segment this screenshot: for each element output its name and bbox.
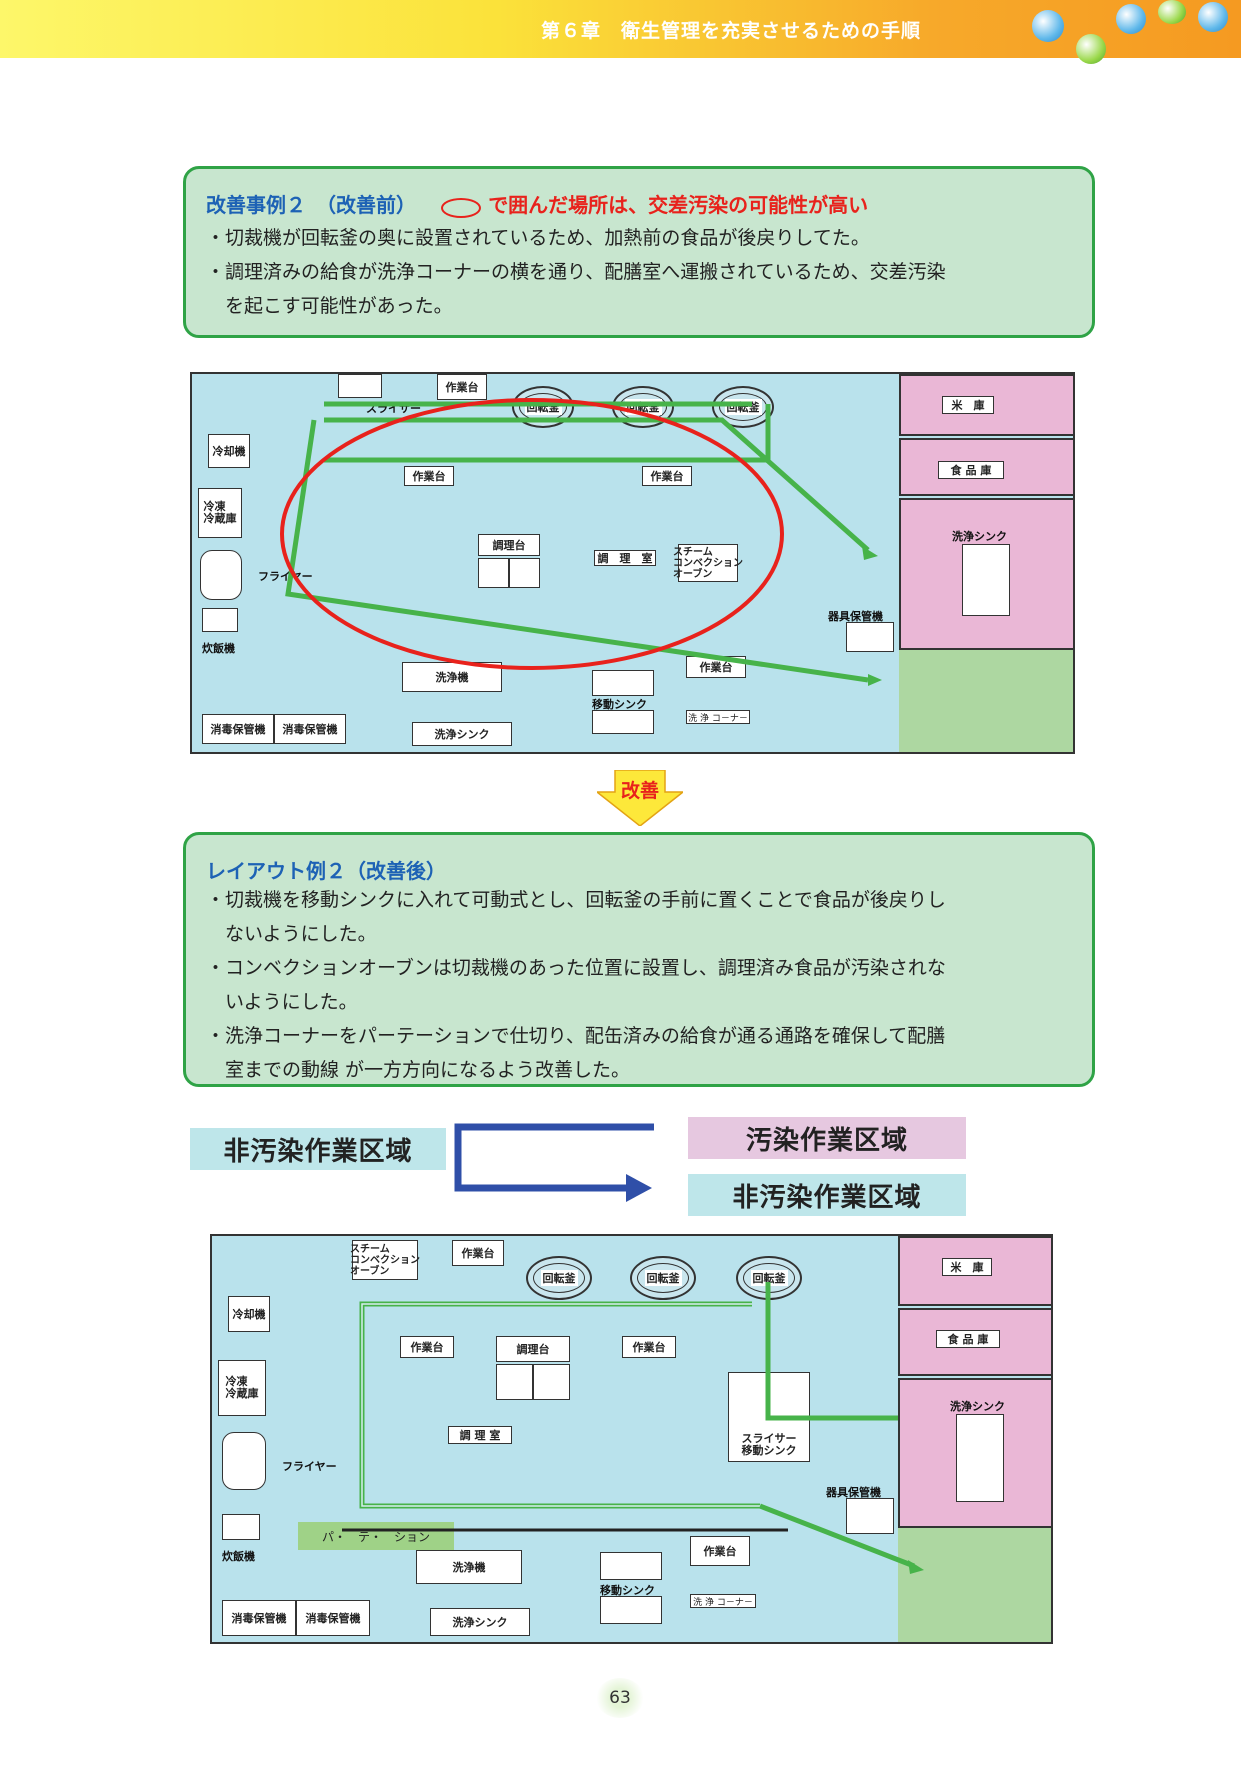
after-line: ないようにした。	[206, 923, 377, 945]
chapter-title: 第６章 衛生管理を充実させるための手順	[540, 20, 921, 42]
mobile-sink-fixture	[592, 670, 654, 696]
fryer	[200, 550, 242, 600]
partition: パ・ テ・ ション	[298, 1522, 454, 1550]
prep-table: 調理台	[496, 1336, 570, 1362]
cooler: 冷却機	[208, 434, 250, 468]
food-store-label: 食 品 庫	[936, 1330, 1000, 1348]
contaminated-zone: 汚染作業区域	[688, 1117, 966, 1159]
cook-room-label: 調 理 室	[448, 1426, 512, 1444]
after-description-box: レイアウト例２（改善後） ・切裁機を移動シンクに入れて可動式とし、回転釜の手前に…	[183, 832, 1095, 1087]
disinfect-storage-2: 消毒保管機	[296, 1600, 370, 1636]
utensil-storage	[846, 622, 894, 652]
wash-sink-fixture	[956, 1414, 1004, 1502]
after-line: いようにした。	[206, 991, 358, 1013]
after-title: レイアウト例２（改善後）	[206, 859, 446, 883]
red-ellipse-icon	[441, 197, 482, 218]
after-flow-overlay	[342, 1282, 924, 1574]
wash-sink-fixture	[962, 544, 1010, 616]
after-line: ・切裁機を移動シンクに入れて可動式とし、回転釜の手前に置くことで食品が後戻りし	[206, 889, 946, 911]
prep-table-part	[496, 1364, 533, 1400]
freezer: 冷凍 冷蔵庫	[218, 1360, 266, 1416]
wash-sink-label: 洗浄シンク	[950, 1400, 1005, 1413]
rice-cooker-label: 炊飯機	[222, 1550, 255, 1563]
mobile-sink-fixture	[600, 1552, 662, 1580]
fryer-label: フライヤー	[282, 1460, 337, 1473]
utensil-storage	[846, 1498, 894, 1534]
rice-store-label: 米 庫	[942, 396, 994, 414]
worktable-mid: 作業台	[622, 1336, 676, 1358]
rice-cooker	[222, 1514, 260, 1540]
wash-sink-bottom: 洗浄シンク	[430, 1608, 530, 1636]
rotary-kettle-1: 回転釜	[526, 1256, 592, 1300]
non-contaminated-zone-right: 非汚染作業区域	[688, 1174, 966, 1216]
wash-corner: 洗 浄 コ－ナ－	[690, 1594, 756, 1608]
disinfect-storage-2: 消毒保管機	[274, 714, 346, 744]
dishwasher: 洗浄機	[416, 1550, 522, 1584]
food-store-label: 食 品 庫	[938, 461, 1004, 479]
before-warning: で囲んだ場所は、交差汚染の可能性が高い	[488, 193, 869, 217]
slicer-fixture	[338, 374, 382, 398]
before-line: を起こす可能性があった。	[206, 295, 453, 317]
freezer: 冷凍 冷蔵庫	[198, 488, 242, 538]
worktable-right: 作業台	[642, 466, 692, 486]
worktable-left: 作業台	[404, 466, 454, 486]
steam-oven: スチーム コンベクション オーブン	[673, 544, 743, 582]
improve-label: 改善	[620, 780, 659, 802]
worktable-top: 作業台	[452, 1240, 504, 1266]
after-line: 室までの動線 が一方方向になるよう改善した。	[206, 1059, 631, 1081]
cooler: 冷却機	[228, 1296, 270, 1332]
wash-sink-label: 洗浄シンク	[952, 530, 1007, 543]
wash-corner: 洗 浄 コ－ナ－	[686, 710, 750, 724]
prep-table: 調理台	[478, 534, 540, 556]
before-line: ・切裁機が回転釜の奥に設置されているため、加熱前の食品が後戻りしてた。	[206, 227, 870, 249]
rotary-kettle-2: 回転釜	[630, 1256, 696, 1300]
mobile-sink-label: 移動シンク	[600, 1584, 655, 1597]
before-description-box: 改善事例２ （改善前） で囲んだ場所は、交差汚染の可能性が高い ・切裁機が回転釜…	[183, 166, 1095, 338]
non-contaminated-zone-left: 非汚染作業区域	[190, 1128, 446, 1170]
mobile-sink-fixture-2	[592, 710, 654, 734]
prep-table-part	[509, 558, 540, 588]
utensil-storage-label: 器具保管機	[828, 610, 883, 623]
rice-cooker-label: 炊飯機	[202, 642, 235, 655]
page-number-badge	[596, 1678, 644, 1718]
rice-store-label: 米 庫	[942, 1258, 992, 1276]
utensil-storage-label: 器具保管機	[826, 1486, 881, 1499]
mobile-sink-label: 移動シンク	[592, 698, 647, 711]
worktable-bottom: 作業台	[690, 1536, 750, 1566]
rice-cooker	[202, 608, 238, 632]
fryer	[222, 1432, 266, 1490]
prep-table-part	[478, 558, 509, 588]
page-number: 63	[609, 1688, 631, 1708]
cook-room-label: 調 理 室	[594, 550, 656, 566]
before-title: 改善事例２ （改善前）	[206, 193, 416, 217]
worktable-left: 作業台	[400, 1336, 454, 1358]
after-line: ・洗浄コーナーをパーテーションで仕切り、配缶済みの給食が通る通路を確保して配膳	[206, 1025, 946, 1047]
improve-arrow: 改善	[597, 770, 683, 826]
worktable-top: 作業台	[437, 374, 487, 400]
after-line: ・コンベクションオーブンは切裁機のあった位置に設置し、調理済み食品が汚染されな	[206, 957, 946, 979]
green-zone	[898, 1528, 1051, 1642]
prep-table-part	[533, 1364, 570, 1400]
before-line: ・調理済みの給食が洗浄コーナーの横を通り、配膳室へ運搬されているため、交差汚染	[206, 261, 946, 283]
wash-sink-bottom: 洗浄シンク	[412, 722, 512, 746]
mobile-sink-fixture-2	[600, 1596, 662, 1624]
before-flow-overlay	[280, 398, 882, 686]
steam-oven: スチーム コンベクション オーブン	[350, 1240, 420, 1280]
disinfect-storage-1: 消毒保管機	[202, 714, 274, 744]
floor-plan-before: 米 庫 食 品 庫 洗浄シンク スライサー 作業台 回転釜 回転釜 回転釜 冷却…	[190, 372, 1075, 754]
green-zone	[899, 650, 1073, 752]
floor-plan-after: 米 庫 食 品 庫 洗浄シンク スチーム コンベクション オーブン 作業台 回転…	[210, 1234, 1053, 1644]
disinfect-storage-1: 消毒保管機	[222, 1600, 296, 1636]
